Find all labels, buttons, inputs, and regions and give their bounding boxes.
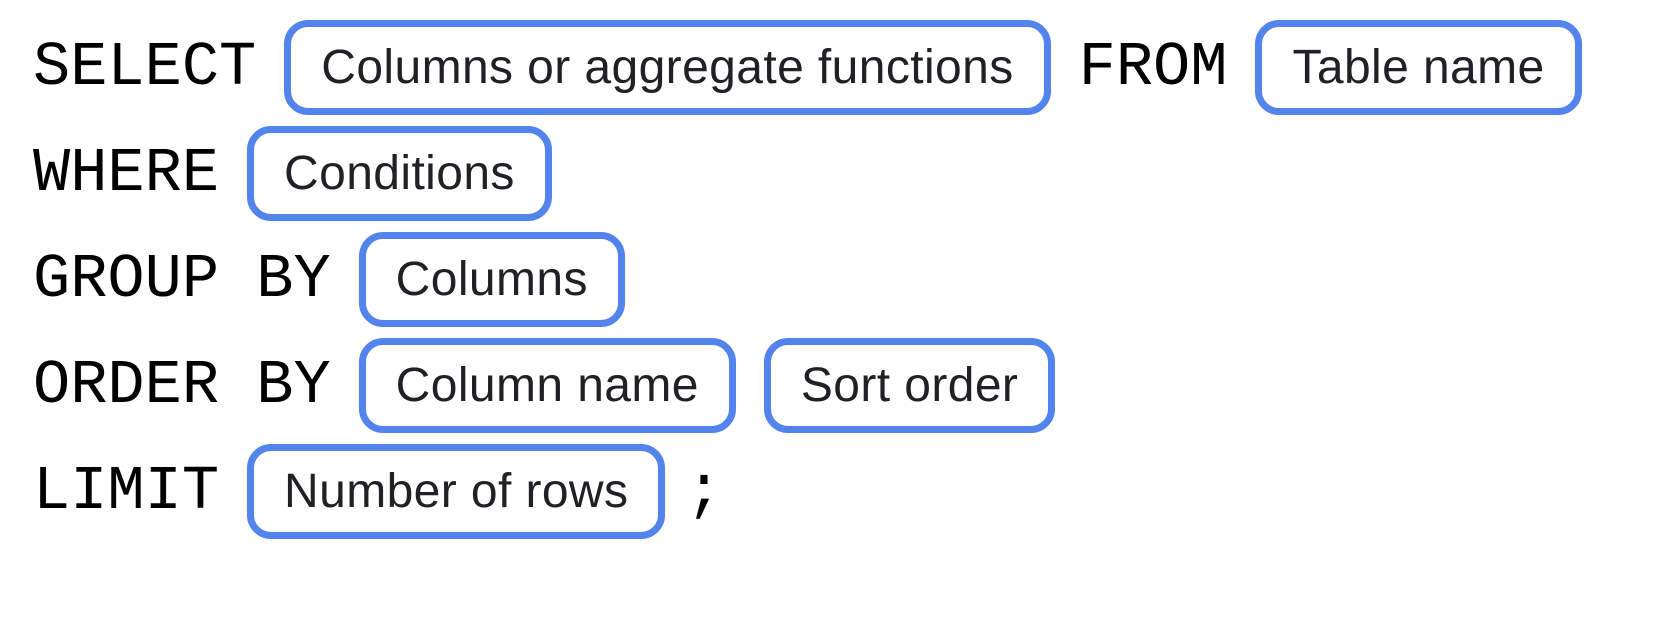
sql-keyword: SELECT — [33, 31, 257, 103]
placeholder-pill: Column name — [358, 338, 736, 433]
sql-keyword: GROUP BY — [33, 243, 331, 315]
placeholder-pill: Sort order — [763, 338, 1056, 433]
placeholder-pill: Conditions — [247, 126, 552, 221]
placeholder-pill: Columns — [358, 232, 625, 327]
syntax-row-5: LIMIT Number of rows; — [33, 444, 1668, 539]
syntax-row-3: GROUP BY Columns — [33, 232, 1668, 327]
sql-syntax-diagram: SELECT Columns or aggregate functions FROM… — [33, 20, 1668, 539]
syntax-row-2: WHERE Conditions — [33, 126, 1668, 221]
sql-keyword: LIMIT — [33, 455, 220, 527]
placeholder-pill: Columns or aggregate functions — [284, 20, 1051, 115]
placeholder-pill: Number of rows — [247, 444, 666, 539]
sql-keyword: FROM — [1078, 31, 1228, 103]
sql-keyword: WHERE — [33, 137, 220, 209]
statement-terminator: ; — [685, 455, 723, 527]
syntax-row-4: ORDER BY Column name Sort order — [33, 338, 1668, 433]
sql-keyword: ORDER BY — [33, 349, 331, 421]
syntax-row-1: SELECT Columns or aggregate functions FROM… — [33, 20, 1668, 115]
placeholder-pill: Table name — [1255, 20, 1582, 115]
